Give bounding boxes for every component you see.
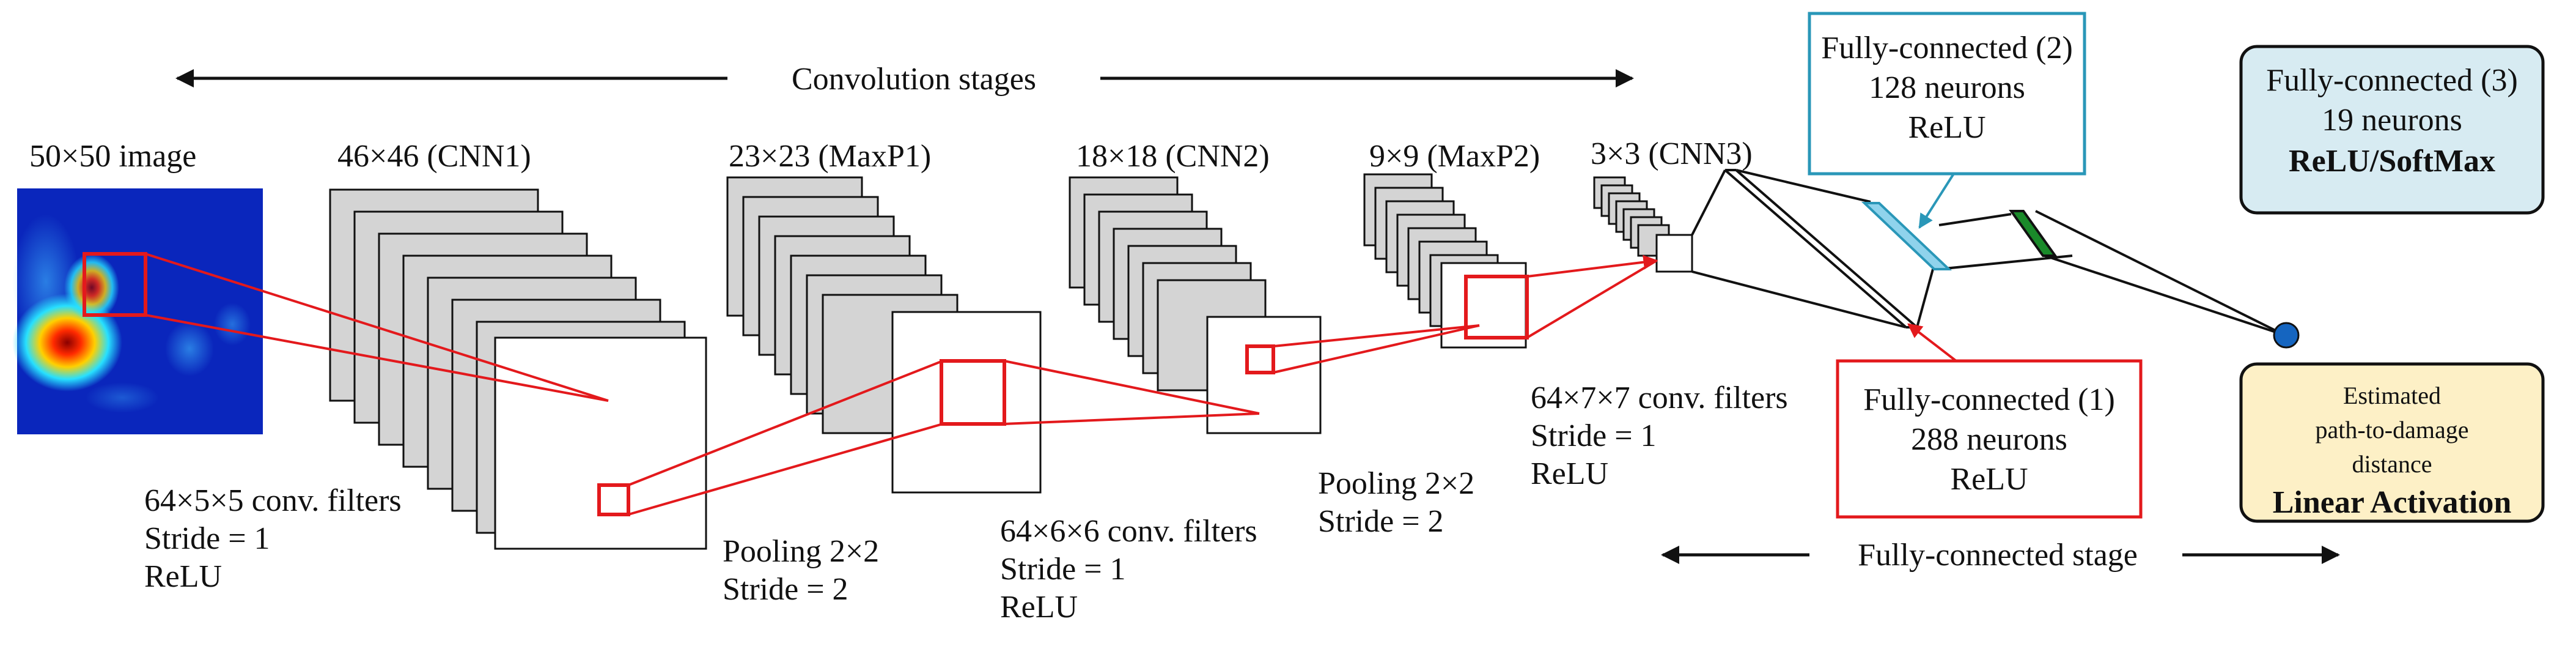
maxp1-stack: 23×23 (MaxP1) xyxy=(726,139,1042,494)
conv3-op-label: 64×7×7 conv. filters Stride = 1 ReLU xyxy=(1531,381,1788,491)
maxp2-stack: 9×9 (MaxP2) xyxy=(1363,139,1540,349)
conv1-stride-text: Stride = 1 xyxy=(144,521,270,556)
fc1-box: Fully-connected (1) 288 neurons ReLU xyxy=(1836,323,2143,519)
fc3-activation: ReLU/SoftMax xyxy=(2289,144,2495,179)
conv3-filters-text: 64×7×7 conv. filters xyxy=(1531,381,1788,415)
conv3-stride-text: Stride = 1 xyxy=(1531,418,1657,453)
cnn1-label: 46×46 (CNN1) xyxy=(337,139,531,174)
cnn3-stack: 3×3 (CNN3) xyxy=(1591,136,1753,273)
fc3-box: Fully-connected (3) 19 neurons ReLU/Soft… xyxy=(2239,45,2545,215)
conv2-filters-text: 64×6×6 conv. filters xyxy=(1000,514,1257,549)
maxp2-label: 9×9 (MaxP2) xyxy=(1369,139,1540,174)
fully-connected-stage-arrow: Fully-connected stage xyxy=(1661,538,2340,573)
fc1-activation: ReLU xyxy=(1950,462,2028,497)
output-box: Estimated path-to-damage distance Linear… xyxy=(2239,362,2545,523)
fc3-neurons: 19 neurons xyxy=(2322,103,2462,138)
maxp1-receptive-field xyxy=(940,359,1006,426)
cnn3-label: 3×3 (CNN3) xyxy=(1591,136,1753,171)
cnn2-stack: 18×18 (CNN2) xyxy=(1069,139,1322,434)
fc2-title: Fully-connected (2) xyxy=(1821,31,2073,65)
maxp1-label: 23×23 (MaxP1) xyxy=(729,139,931,174)
fc-network-lines xyxy=(1691,169,2286,336)
fc1-title: Fully-connected (1) xyxy=(1863,382,2115,417)
convolution-stages-label: Convolution stages xyxy=(792,62,1036,97)
output-line2: path-to-damage xyxy=(2316,416,2469,444)
input-image-block: 50×50 image xyxy=(12,139,263,434)
fully-connected-stage-label: Fully-connected stage xyxy=(1858,538,2138,573)
input-image-label: 50×50 image xyxy=(29,139,196,174)
output-line1: Estimated xyxy=(2343,382,2441,409)
maxp2-receptive-field xyxy=(1464,275,1529,340)
input-heatmap xyxy=(12,188,263,434)
receptive-field-projections xyxy=(145,253,1658,516)
pool1-size-text: Pooling 2×2 xyxy=(723,534,879,569)
fc3-layer-slab xyxy=(2009,210,2058,257)
fc2-box: Fully-connected (2) 128 neurons ReLU xyxy=(1808,12,2086,229)
conv1-activation-text: ReLU xyxy=(144,559,222,594)
conv2-op-label: 64×6×6 conv. filters Stride = 1 ReLU xyxy=(1000,514,1257,625)
output-node xyxy=(2273,322,2300,349)
fc2-neurons: 128 neurons xyxy=(1869,70,2025,105)
pool1-stride-text: Stride = 2 xyxy=(723,572,848,607)
pool2-op-label: Pooling 2×2 Stride = 2 xyxy=(1318,466,1474,539)
fc2-activation: ReLU xyxy=(1908,110,1985,145)
output-line3: distance xyxy=(2352,450,2432,478)
pool2-stride-text: Stride = 2 xyxy=(1318,504,1444,539)
conv2-stride-text: Stride = 1 xyxy=(1000,552,1126,587)
fc1-neurons: 288 neurons xyxy=(1911,422,2067,457)
conv1-op-label: 64×5×5 conv. filters Stride = 1 ReLU xyxy=(144,483,402,594)
cnn1-stack: 46×46 (CNN1) xyxy=(329,139,707,550)
cnn1-receptive-field xyxy=(597,483,630,516)
fc3-title: Fully-connected (3) xyxy=(2266,63,2518,98)
convolution-stages-arrow: Convolution stages xyxy=(175,62,1634,97)
conv2-activation-text: ReLU xyxy=(1000,590,1078,625)
output-activation: Linear Activation xyxy=(2273,485,2512,520)
conv1-filters-text: 64×5×5 conv. filters xyxy=(144,483,402,518)
pool1-op-label: Pooling 2×2 Stride = 2 xyxy=(723,534,879,607)
pool2-size-text: Pooling 2×2 xyxy=(1318,466,1474,501)
cnn2-label: 18×18 (CNN2) xyxy=(1076,139,1270,174)
cnn2-receptive-field xyxy=(1245,344,1275,374)
fc2-layer-slab xyxy=(1861,202,1952,270)
input-receptive-field xyxy=(83,252,147,317)
conv3-activation-text: ReLU xyxy=(1531,456,1608,491)
